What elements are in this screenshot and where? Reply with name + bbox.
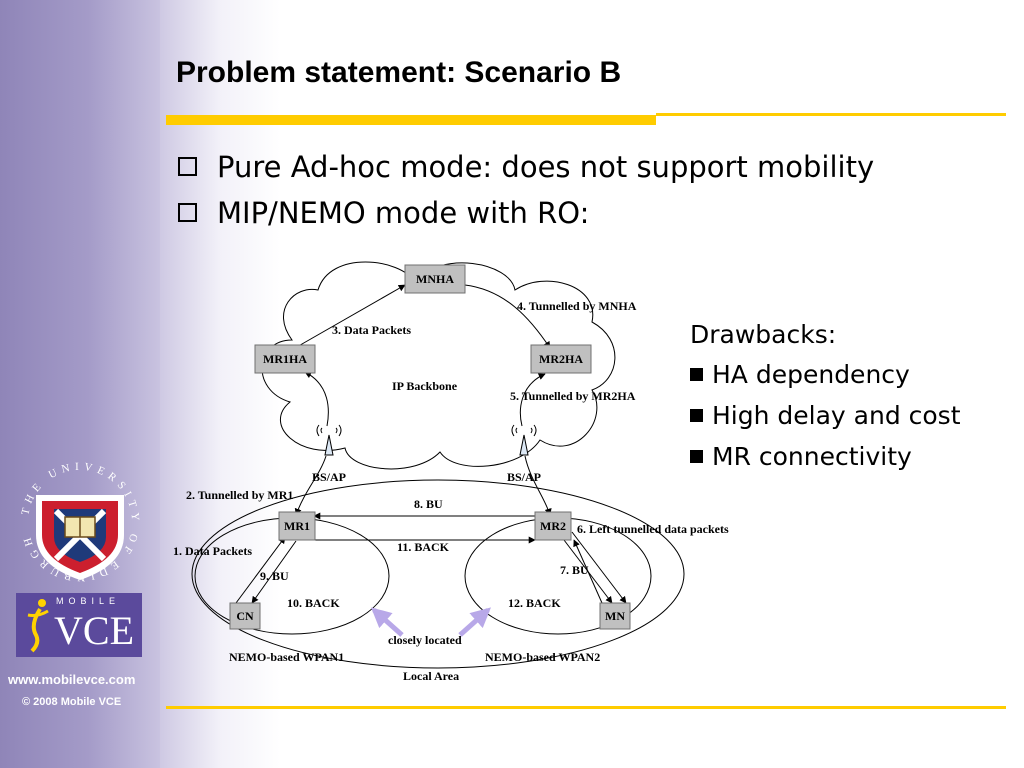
step-7-label: 7. BU bbox=[560, 563, 589, 577]
drawback-item: HA dependency bbox=[690, 358, 961, 399]
closely-located-arrow bbox=[371, 607, 404, 637]
wpan1-label: NEMO-based WPAN1 bbox=[229, 650, 344, 664]
node-mr2-label: MR2 bbox=[540, 519, 566, 533]
antenna-icon bbox=[511, 424, 537, 456]
closely-located-label: closely located bbox=[388, 633, 462, 647]
drawback-text: MR connectivity bbox=[712, 442, 912, 471]
step-2-label: 2. Tunnelled by MR1 bbox=[186, 488, 293, 502]
node-mr1: MR1 bbox=[278, 511, 316, 541]
node-cn: CN bbox=[229, 602, 261, 630]
node-mr2ha-label: MR2HA bbox=[539, 352, 583, 366]
square-bullet-icon bbox=[690, 367, 703, 381]
square-bullet-icon bbox=[690, 408, 703, 422]
bullet-text: MIP/NEMO mode with RO: bbox=[217, 196, 590, 230]
node-mr2ha: MR2HA bbox=[530, 344, 592, 374]
website-link[interactable]: www.mobilevce.com bbox=[8, 672, 136, 687]
step-4-label: 4. Tunnelled by MNHA bbox=[517, 299, 637, 313]
title-rule bbox=[166, 115, 656, 125]
bullet-item: Pure Ad-hoc mode: does not support mobil… bbox=[178, 150, 874, 184]
square-bullet-icon bbox=[690, 449, 703, 463]
vce-word-text: VCE bbox=[54, 608, 134, 653]
copyright-text: © 2008 Mobile VCE bbox=[22, 696, 122, 708]
drawback-item: High delay and cost bbox=[690, 399, 961, 440]
node-cn-label: CN bbox=[236, 609, 254, 623]
wpan2-label: NEMO-based WPAN2 bbox=[485, 650, 600, 664]
university-crest-logo: THE UNIVERSITY OF EDINBURGH bbox=[19, 461, 136, 583]
title-rule-thin bbox=[656, 113, 1006, 116]
step-1-label: 1. Data Packets bbox=[173, 544, 252, 558]
step-10-label: 10. BACK bbox=[287, 596, 340, 610]
bullet-item: MIP/NEMO mode with RO: bbox=[178, 196, 589, 230]
vce-mobile-text: MOBILE bbox=[56, 596, 121, 606]
bsap-left-label: BS/AP bbox=[312, 470, 346, 484]
node-mr1-label: MR1 bbox=[284, 519, 310, 533]
footer-rule bbox=[166, 706, 1006, 709]
drawback-text: High delay and cost bbox=[712, 401, 961, 430]
node-mn: MN bbox=[599, 602, 631, 630]
ip-backbone-cloud bbox=[261, 261, 616, 470]
node-mnha-label: MNHA bbox=[416, 272, 454, 286]
person-figure-icon bbox=[27, 599, 49, 653]
bsap-right-label: BS/AP bbox=[507, 470, 541, 484]
step-12-label: 12. BACK bbox=[508, 596, 561, 610]
local-area-label: Local Area bbox=[403, 669, 459, 683]
step-9-label: 9. BU bbox=[260, 569, 289, 583]
slide-title: Problem statement: Scenario B bbox=[176, 56, 622, 89]
ip-backbone-label: IP Backbone bbox=[392, 379, 458, 393]
node-mr1ha-label: MR1HA bbox=[263, 352, 307, 366]
node-mnha: MNHA bbox=[404, 264, 466, 294]
step-5-label: 5. Tunnelled by MR2HA bbox=[510, 389, 636, 403]
node-mn-label: MN bbox=[605, 609, 625, 623]
node-mr2: MR2 bbox=[534, 511, 572, 541]
drawback-text: HA dependency bbox=[712, 360, 910, 389]
hollow-square-bullet-icon bbox=[178, 156, 197, 176]
step-3-label: 3. Data Packets bbox=[332, 323, 411, 337]
closely-located-arrow bbox=[458, 607, 491, 637]
local-area-ellipse bbox=[191, 479, 685, 669]
drawbacks-list: Drawbacks: HA dependency High delay and … bbox=[690, 318, 961, 481]
antenna-icon bbox=[316, 424, 342, 456]
step-8-label: 8. BU bbox=[414, 497, 443, 511]
step-6-label: 6. Left tunnelled data packets bbox=[577, 522, 729, 536]
node-mr1ha: MR1HA bbox=[254, 344, 316, 374]
drawbacks-heading: Drawbacks: bbox=[690, 320, 837, 349]
bullet-text: Pure Ad-hoc mode: does not support mobil… bbox=[217, 150, 875, 184]
drawback-item: MR connectivity bbox=[690, 440, 961, 481]
mobile-vce-logo: MOBILE VCE bbox=[16, 593, 142, 657]
sidebar-fade bbox=[160, 0, 280, 768]
step-11-label: 11. BACK bbox=[397, 540, 450, 554]
hollow-square-bullet-icon bbox=[178, 202, 197, 222]
